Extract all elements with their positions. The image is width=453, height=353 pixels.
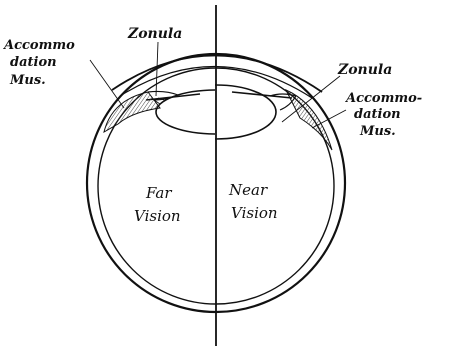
label-left-accommodation: Accommo dation Mus. bbox=[2, 38, 79, 88]
label-near-vision: Near Vision bbox=[228, 181, 278, 222]
left-accommodation-muscle bbox=[104, 92, 160, 132]
label-right-zonula: Zonula bbox=[337, 62, 392, 78]
label-far-vision: Far Vision bbox=[134, 184, 181, 225]
pointer-left-accommodation bbox=[90, 60, 124, 108]
label-left-zonula: Zonula bbox=[127, 26, 182, 42]
cornea bbox=[112, 55, 322, 92]
label-right-accommodation: Accommo- dation Mus. bbox=[344, 91, 427, 139]
